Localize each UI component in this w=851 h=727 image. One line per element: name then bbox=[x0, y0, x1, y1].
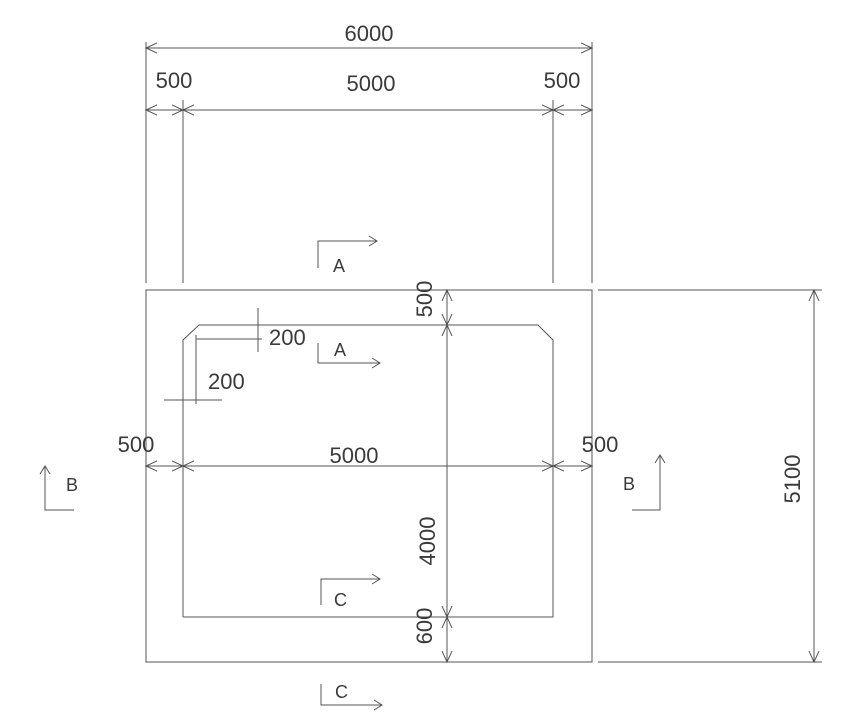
dim-vertical-chain: 500 4000 600 bbox=[412, 281, 447, 662]
section-mark-c-lower: C bbox=[320, 682, 383, 711]
dim-right-total-label: 5100 bbox=[780, 455, 805, 504]
section-mark-a-lower: A bbox=[317, 340, 381, 369]
dim-mid-inner-label: 5000 bbox=[330, 443, 379, 468]
top-extension-lines bbox=[145, 42, 593, 283]
section-mark-a-upper: A bbox=[317, 235, 378, 276]
inner-opening bbox=[182, 324, 554, 618]
dim-mid-left-label: 500 bbox=[118, 432, 155, 457]
dim-top-total: 6000 bbox=[146, 21, 592, 48]
section-mark-c-upper: C bbox=[320, 573, 381, 610]
section-mark-b-right: B bbox=[623, 454, 666, 511]
section-b-right-label: B bbox=[623, 474, 635, 494]
dim-v-top-label: 500 bbox=[412, 281, 437, 318]
dim-chamfer-vertical-label: 200 bbox=[269, 325, 306, 350]
section-c-lower-label: C bbox=[335, 682, 348, 702]
dim-chamfer: 200 200 bbox=[164, 308, 306, 404]
section-a-lower-label: A bbox=[334, 340, 346, 360]
dim-right-total: 5100 bbox=[598, 290, 822, 662]
dim-top-inner-label: 5000 bbox=[347, 71, 396, 96]
section-a-upper-label: A bbox=[333, 256, 345, 276]
dim-mid-right-label: 500 bbox=[582, 432, 619, 457]
outer-box bbox=[145, 289, 593, 663]
section-b-left-label: B bbox=[66, 475, 78, 495]
dim-top-left-label: 500 bbox=[156, 68, 193, 93]
dim-v-bottom-label: 600 bbox=[412, 608, 437, 645]
section-c-upper-label: C bbox=[334, 590, 347, 610]
dim-mid-parts: 500 5000 500 bbox=[118, 432, 619, 468]
section-mark-b-left: B bbox=[39, 465, 78, 511]
dim-top-parts: 500 5000 500 bbox=[146, 68, 592, 110]
dim-v-inner-label: 4000 bbox=[415, 517, 440, 566]
dim-top-total-label: 6000 bbox=[345, 21, 394, 46]
dim-chamfer-horizontal-label: 200 bbox=[208, 369, 245, 394]
dim-top-right-label: 500 bbox=[544, 68, 581, 93]
